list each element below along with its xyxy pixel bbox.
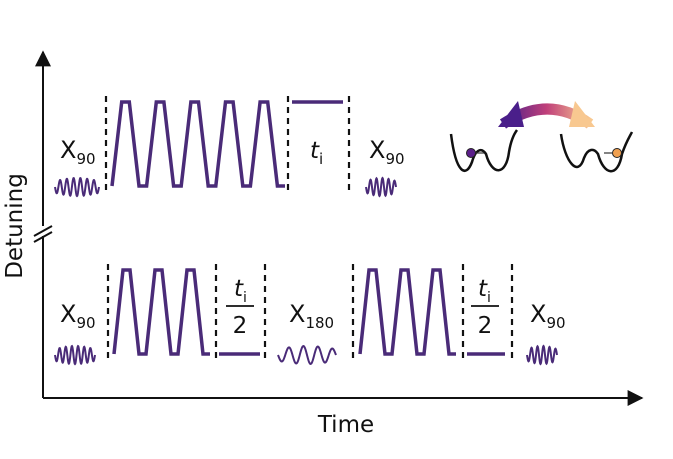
bottom-pulse3-label: X90 <box>530 300 566 332</box>
wait2-denominator: 2 <box>478 313 493 339</box>
top-detuning-trapezoids <box>110 100 285 188</box>
wait1-numerator: ti <box>234 276 247 306</box>
top-wait-label: ti <box>310 138 323 168</box>
bottom-pulse1-oscillation <box>54 344 96 366</box>
particle-left <box>466 148 476 158</box>
particle-right <box>612 148 622 158</box>
wait2-numerator: ti <box>478 276 491 306</box>
top-sequence: X90 ti X90 <box>54 96 405 198</box>
bottom-wait1-fraction: ti 2 <box>226 276 254 339</box>
double-well-inset <box>449 101 634 173</box>
arrow-head-left <box>498 101 524 127</box>
arrow-head-right <box>569 101 595 127</box>
bottom-detuning-trapezoids-2 <box>358 268 456 356</box>
double-well-left-icon <box>449 129 519 172</box>
double-well-right-icon <box>559 131 634 173</box>
bottom-sequence: X90 ti 2 X180 ti 2 X90 <box>54 264 566 366</box>
y-axis-label: Detuning <box>2 173 28 279</box>
bottom-wait2-fraction: ti 2 <box>471 276 499 339</box>
wait1-denominator: 2 <box>233 313 248 339</box>
bottom-pulse2-oscillation <box>277 345 337 365</box>
axis-break-icon <box>33 225 53 243</box>
bottom-pulse1-label: X90 <box>60 300 96 332</box>
bottom-pulse2-label: X180 <box>289 300 334 332</box>
top-pulse2-label: X90 <box>369 136 405 168</box>
bottom-pulse3-oscillation <box>526 344 558 366</box>
axes: Time Detuning <box>2 50 644 438</box>
top-pulse1-oscillation <box>54 177 100 198</box>
x-axis-label: Time <box>317 412 374 438</box>
top-pulse1-label: X90 <box>60 136 96 168</box>
bottom-detuning-trapezoids-1 <box>112 268 210 356</box>
top-pulse2-oscillation <box>365 176 397 198</box>
